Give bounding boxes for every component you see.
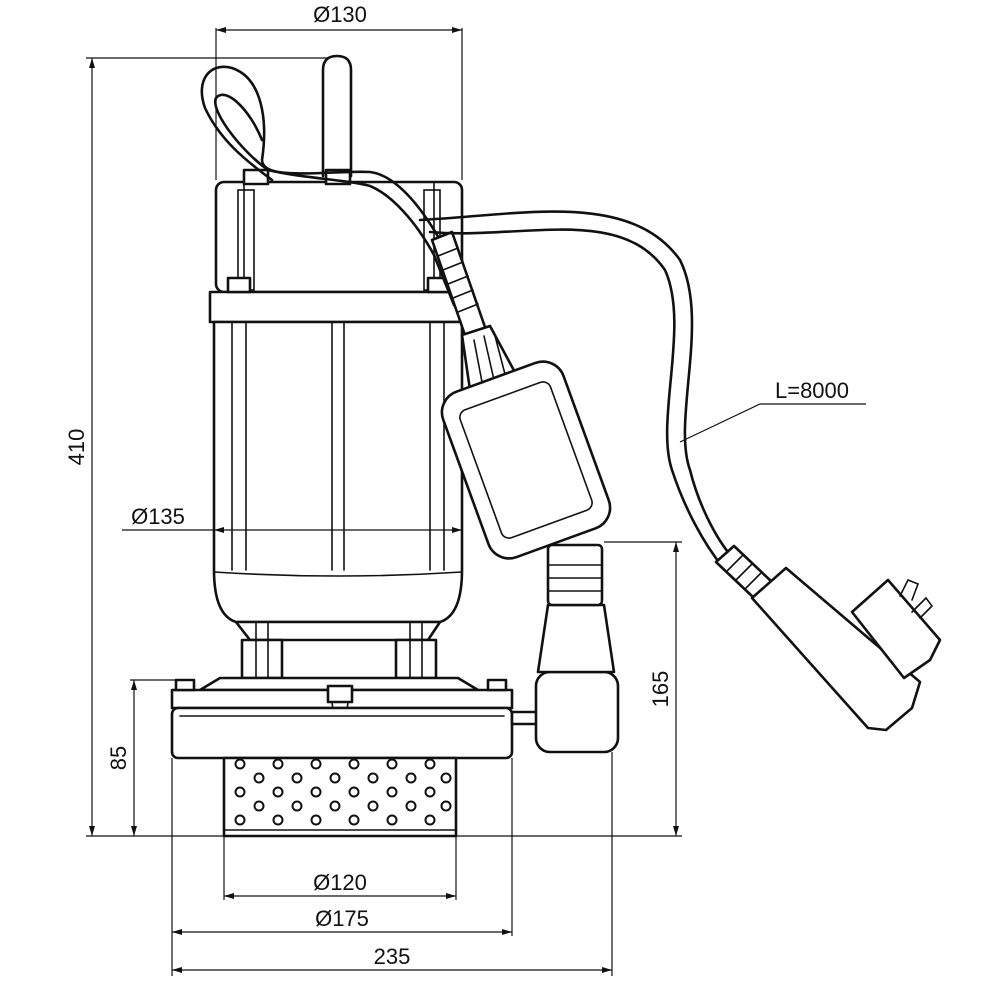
strainer-holes xyxy=(234,758,452,826)
dimension-lines xyxy=(86,27,866,976)
dim-base-diameter: Ø175 xyxy=(315,906,369,931)
float-switch xyxy=(200,65,612,560)
dim-height-total: 410 xyxy=(64,429,89,466)
dim-body-diameter: Ø135 xyxy=(131,504,185,529)
dim-top-diameter: Ø130 xyxy=(313,2,367,27)
dim-outlet-height: 165 xyxy=(648,671,673,708)
dim-strainer-diameter: Ø120 xyxy=(313,870,367,895)
power-cable xyxy=(418,210,942,732)
dim-cable-length: L=8000 xyxy=(775,378,849,403)
dim-overall-width: 235 xyxy=(374,944,411,969)
dim-base-height: 85 xyxy=(106,746,131,770)
